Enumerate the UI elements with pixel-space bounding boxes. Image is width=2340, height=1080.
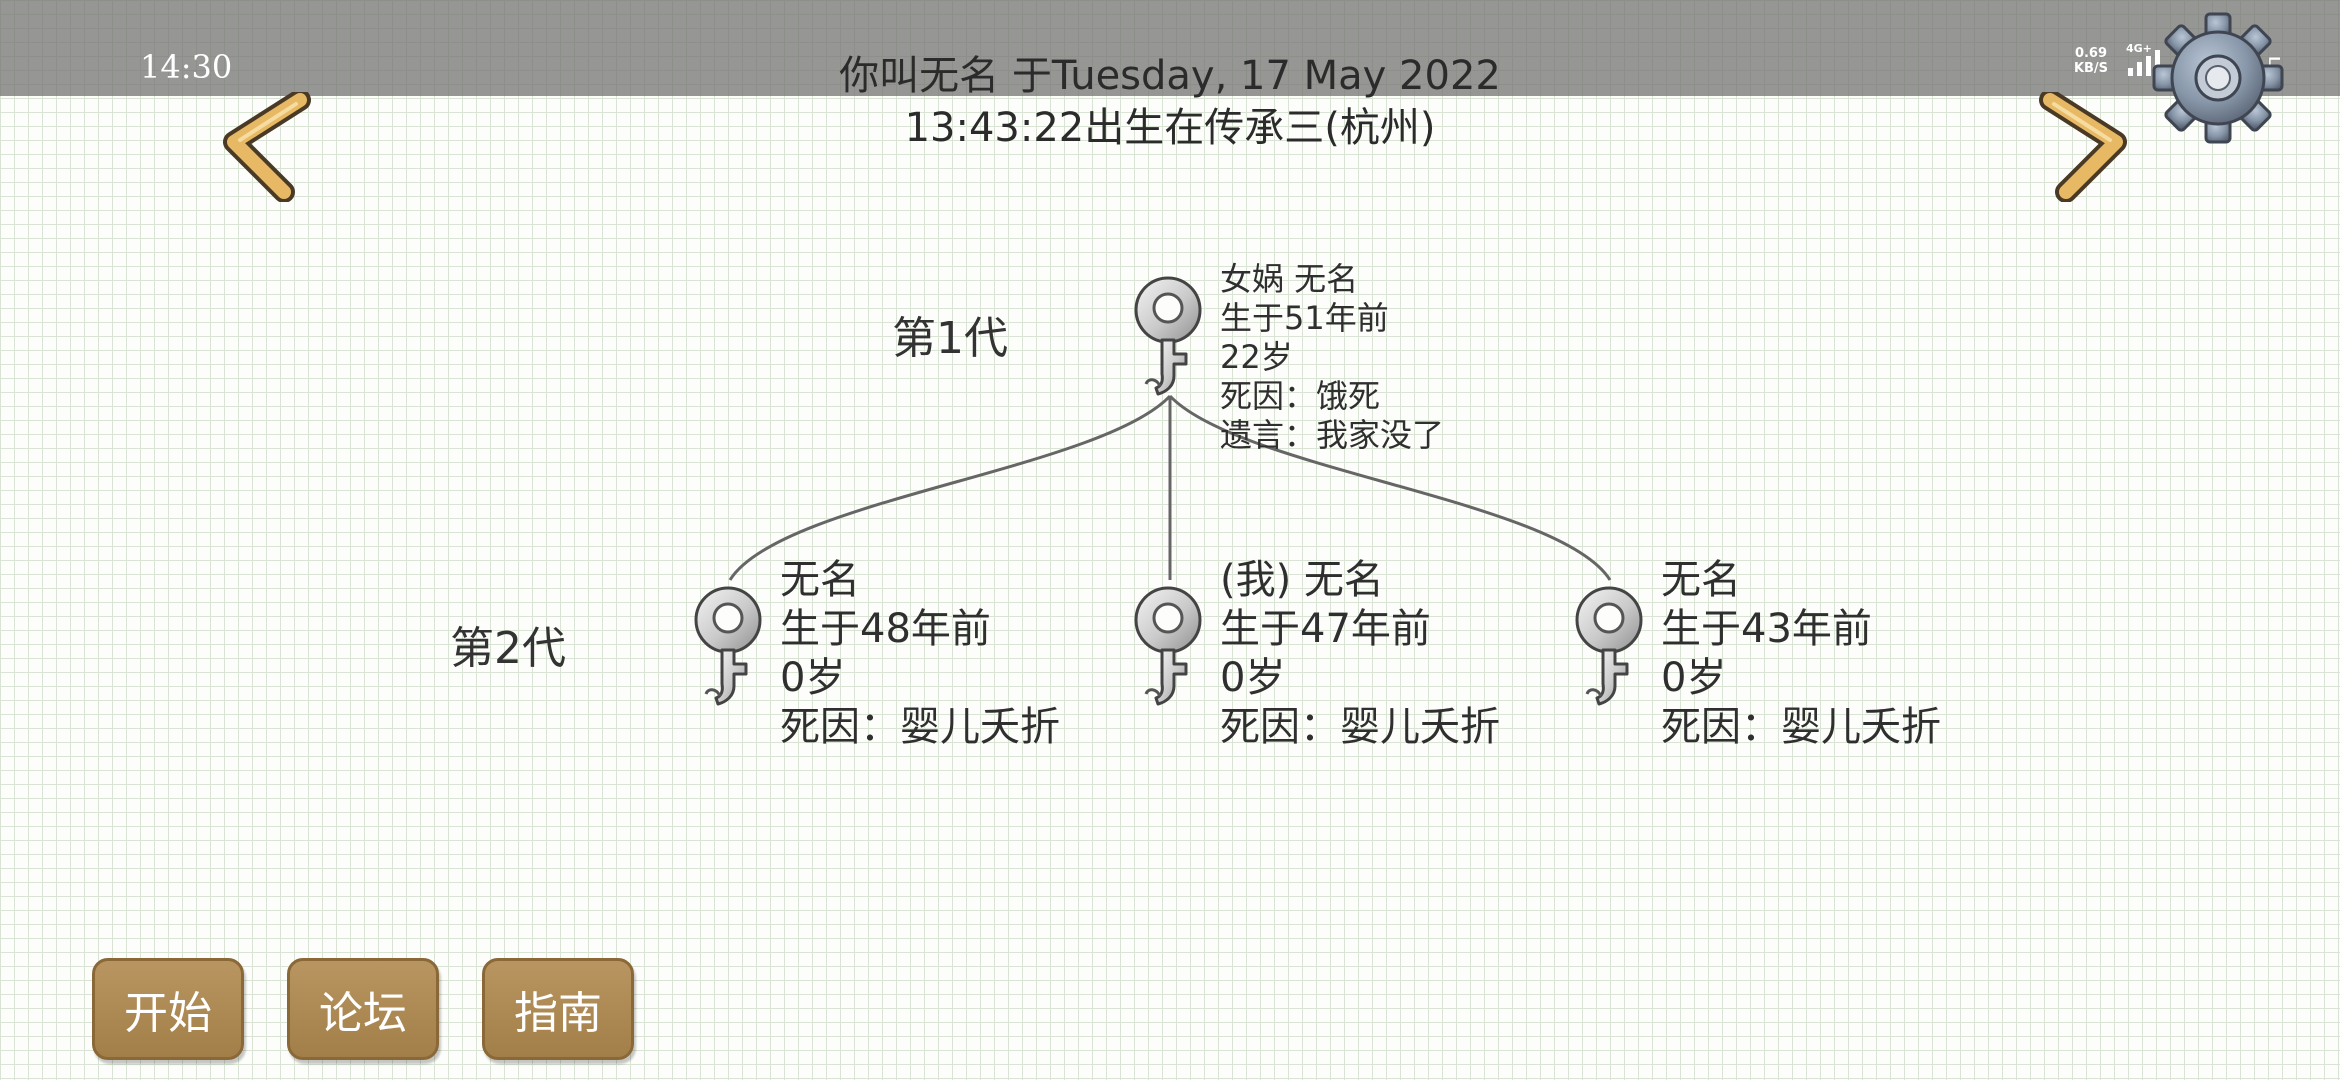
person-info: 女娲 无名 生于51年前 22岁 死因：饿死 遗言：我家没了 (1220, 260, 1444, 455)
generation-label: 第1代 (892, 313, 1008, 364)
gear-icon[interactable] (2150, 10, 2286, 146)
birth-info-line1: 你叫无名 于Tuesday, 17 May 2022 (839, 53, 1501, 99)
signal-icon: 4G+ (2126, 42, 2160, 76)
female-symbol-icon (1130, 268, 1210, 398)
female-symbol-icon (690, 578, 770, 708)
guide-button[interactable]: 指南 (482, 958, 634, 1060)
person-death-cause: 死因：婴儿夭折 (780, 704, 1060, 750)
forum-button[interactable]: 论坛 (287, 958, 439, 1060)
network-speed-unit: KB/S (2073, 61, 2109, 76)
person-death-cause: 死因：婴儿夭折 (1220, 704, 1500, 750)
status-time: 14:30 (140, 48, 233, 86)
person-age: 0岁 (1661, 655, 1727, 701)
female-symbol-icon (1571, 578, 1651, 708)
network-speed-value: 0.69 (2074, 46, 2108, 61)
person-info: 无名 生于43年前 0岁 死因：婴儿夭折 (1661, 556, 1941, 752)
person-born: 生于43年前 (1661, 606, 1872, 652)
person-death-cause: 死因：饿死 (1220, 377, 1381, 415)
female-symbol-icon (1130, 578, 1210, 708)
person-age: 0岁 (1220, 655, 1286, 701)
person-age: 0岁 (780, 655, 846, 701)
person-born: 生于51年前 (1220, 299, 1389, 337)
generation-label: 第2代 (450, 623, 566, 674)
birth-info-header: 你叫无名 于Tuesday, 17 May 2022 13:43:22出生在传承… (770, 50, 1570, 154)
person-name: 无名 (1661, 557, 1741, 603)
network-type-label: 4G+ (2126, 42, 2152, 55)
person-name: 女娲 无名 (1220, 260, 1359, 298)
person-info: (我) 无名 生于47年前 0岁 死因：婴儿夭折 (1220, 556, 1500, 752)
person-death-cause: 死因：婴儿夭折 (1661, 704, 1941, 750)
network-speed: 0.69 KB/S (2066, 46, 2116, 76)
person-info: 无名 生于48年前 0岁 死因：婴儿夭折 (780, 556, 1060, 752)
person-age: 22岁 (1220, 338, 1293, 376)
chevron-right-icon[interactable] (2030, 92, 2130, 202)
person-born: 生于48年前 (780, 606, 991, 652)
person-last-words: 遗言：我家没了 (1220, 416, 1445, 454)
start-button[interactable]: 开始 (92, 958, 244, 1060)
person-name: (我) 无名 (1220, 557, 1384, 603)
person-born: 生于47年前 (1220, 606, 1431, 652)
birth-info-line2: 13:43:22出生在传承三(杭州) (904, 105, 1436, 151)
chevron-left-icon[interactable] (220, 92, 320, 202)
person-name: 无名 (780, 557, 860, 603)
